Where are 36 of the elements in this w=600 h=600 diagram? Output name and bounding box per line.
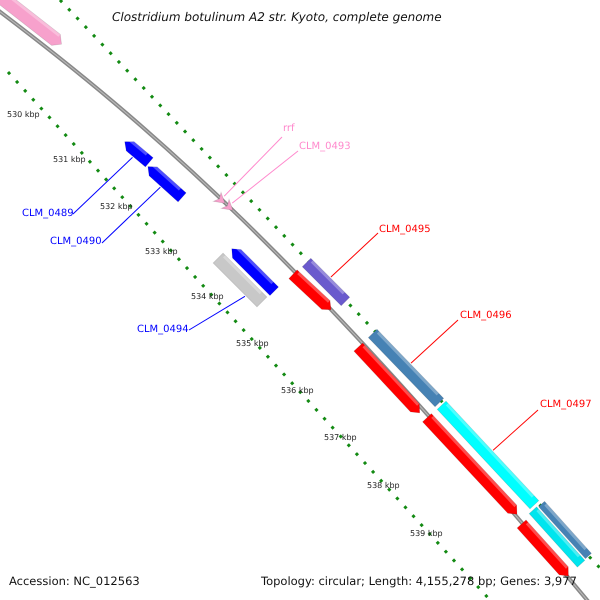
gene-feature [436, 400, 540, 510]
gene-feature [212, 190, 226, 204]
leader-line [410, 320, 458, 364]
leader-line [330, 232, 378, 278]
tick-label: 539 kbp [410, 529, 443, 539]
gene-label: CLM_0489 [22, 208, 74, 220]
gene-label: CLM_0494 [137, 324, 189, 336]
info-text: Accession: NC_012563 [9, 575, 140, 589]
leader-line [102, 186, 161, 244]
gene-label: rrf [283, 123, 295, 135]
gene-feature [220, 198, 234, 211]
title: Clostridium botulinum A2 str. Kyoto, complete genome [112, 10, 442, 24]
gene-feature [302, 258, 350, 306]
gene-label: CLM_0490 [50, 236, 102, 248]
gene-feature [148, 164, 187, 202]
leader-line [224, 136, 282, 197]
gene-label: CLM_0493 [299, 141, 351, 153]
leader-line [232, 150, 298, 204]
leader-line [188, 296, 246, 330]
tick-label: 533 kbp [145, 247, 178, 257]
tick-label: 537 kbp [324, 433, 357, 443]
leader-line [492, 410, 538, 451]
gene-feature [368, 328, 444, 408]
tick-label: 538 kbp [367, 481, 400, 491]
tick-label: 536 kbp [281, 386, 314, 396]
gene-feature [124, 139, 154, 168]
leader-line [72, 156, 133, 214]
info-text: Topology: circular; Length: 4,155,278 bp; Genes: 3,977 [261, 575, 577, 589]
tick-label: 530 kbp [7, 110, 40, 120]
tick-label: 534 kbp [191, 292, 224, 302]
gene-label: CLM_0496 [460, 310, 512, 322]
tick-label: 532 kbp [100, 202, 133, 212]
gene-label: CLM_0497 [540, 399, 592, 411]
tick-label: 531 kbp [53, 155, 86, 165]
gene-label: CLM_0495 [379, 224, 431, 236]
tick-label: 535 kbp [236, 339, 269, 349]
